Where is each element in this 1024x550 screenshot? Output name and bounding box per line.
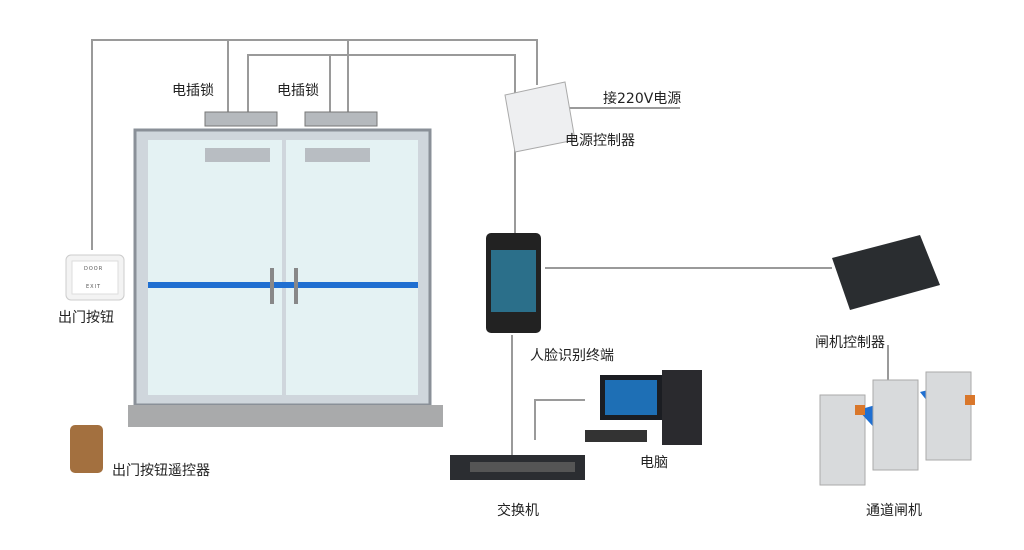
turnstiles xyxy=(819,371,975,486)
label-turnstile: 通道闸机 xyxy=(866,503,922,519)
glass-door xyxy=(128,128,443,427)
button-door-text: DOOR xyxy=(84,266,104,272)
remote-control xyxy=(70,425,103,473)
label-remote: 出门按钮遥控器 xyxy=(112,463,210,479)
electric-lock-2 xyxy=(304,111,378,127)
label-power-input: 接220V电源 xyxy=(603,91,682,107)
label-computer: 电脑 xyxy=(640,455,668,471)
power-controller xyxy=(504,81,576,153)
label-gate-controller: 闸机控制器 xyxy=(815,335,885,351)
exit-button-device xyxy=(65,254,125,301)
label-lock-1: 电插锁 xyxy=(172,83,214,99)
gate-controller xyxy=(832,235,940,310)
label-exit-button: 出门按钮 xyxy=(58,310,114,326)
computer xyxy=(585,370,702,445)
button-exit-text: EXIT xyxy=(86,284,102,290)
label-switch: 交换机 xyxy=(497,503,539,519)
label-face-terminal: 人脸识别终端 xyxy=(530,348,614,364)
wires xyxy=(91,39,889,455)
label-power-controller: 电源控制器 xyxy=(565,133,635,149)
electric-lock-1 xyxy=(204,111,278,127)
face-terminal xyxy=(486,233,541,333)
network-switch xyxy=(450,455,585,480)
label-lock-2: 电插锁 xyxy=(277,83,319,99)
